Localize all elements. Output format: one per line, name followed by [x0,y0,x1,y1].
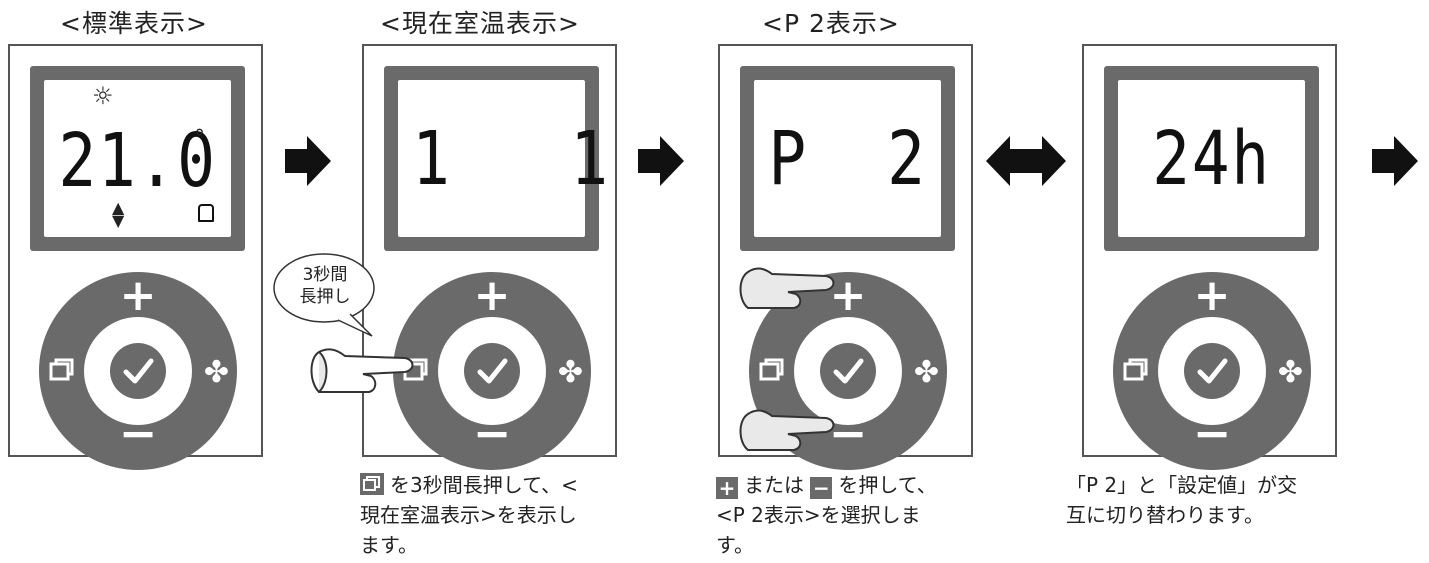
updown-icon: ▲▼ [112,198,125,230]
minus-button[interactable]: − [828,406,868,460]
lcd-value: 21.0 [58,118,217,204]
caption-step-2: + または −を押して、 <P 2表示>を選択しま す。 [716,470,937,560]
device-panel-standard: ☼ 21.0 ° ▲▼ + ✤ − [8,44,263,470]
caption-line: す。 [716,533,754,557]
minus-key-icon: − [810,477,833,499]
minus-button[interactable]: − [472,406,512,460]
lcd-frame: P 2 [740,66,955,251]
lcd-screen: ☼ 21.0 ° ▲▼ [44,80,231,237]
plus-button[interactable]: + [119,270,157,321]
lcd-frame: 24h [1104,66,1319,251]
panel-title-standard: <標準表示> [60,9,208,38]
pointing-hand-icon [310,348,414,393]
pointing-hand-icon [739,409,835,451]
caption-line: ます。 [360,533,418,557]
center-ring [794,317,902,425]
control-ring: + ✤ − [39,272,237,470]
caption-line: を3秒間長押して、< [390,473,578,497]
lcd-screen: P 2 [754,80,941,237]
lcd-value: 24h [1152,116,1271,202]
lcd-value: 1 1 [412,116,610,202]
caption-line: または [744,473,804,497]
right-arrow-icon [638,136,684,186]
lcd-frame: ☼ 21.0 ° ▲▼ [30,66,245,251]
confirm-button[interactable] [110,343,166,399]
bubble-line-1: 3秒間 [302,265,348,285]
double-arrow-icon [986,136,1066,186]
caption-step-1: を3秒間長押して、< 現在室温表示>を表示し ます。 [360,470,578,560]
bubble-text: 3秒間 長押し [280,264,370,308]
fan-icon[interactable]: ✤ [557,355,583,390]
center-ring [438,317,546,425]
speech-bubble [273,253,375,337]
caption-line: 「P 2」と「設定値」が交 [1066,473,1298,497]
device-panel-value: 24h + ✤ − [1082,44,1337,470]
confirm-button[interactable] [820,343,876,399]
caption-line: 現在室温表示>を表示し [360,503,577,527]
mode-key-icon [360,473,384,495]
fan-icon[interactable]: ✤ [913,355,939,390]
control-ring: + ✤ − [393,272,591,470]
lcd-screen: 1 1 [398,80,610,237]
plus-button[interactable]: + [473,270,511,321]
center-ring [84,317,192,425]
device-panel-p2: P 2 + ✤ − [718,44,973,470]
lcd-frame: 1 1 [384,66,610,251]
lock-icon [198,204,214,222]
minus-button[interactable]: − [118,406,158,460]
mode-icon[interactable] [1123,358,1149,386]
control-ring: + ✤ − [1113,272,1311,470]
fan-icon[interactable]: ✤ [1277,355,1303,390]
right-arrow-icon [285,136,331,186]
caption-line: 互に切り替わります。 [1066,503,1264,527]
panel-title-room-temp: <現在室温表示> [380,9,580,38]
bubble-line-2: 長押し [299,287,351,307]
plus-key-icon: + [716,477,738,499]
fan-icon[interactable]: ✤ [203,355,229,390]
right-arrow-icon [1372,136,1418,186]
confirm-button[interactable] [464,343,520,399]
confirm-button[interactable] [1184,343,1240,399]
plus-button[interactable]: + [1193,270,1231,321]
degree-symbol: ° [194,126,205,151]
caption-step-3: 「P 2」と「設定値」が交 互に切り替わります。 [1066,470,1297,530]
mode-icon[interactable] [759,358,785,386]
lcd-value: P 2 [768,116,927,202]
plus-button[interactable]: + [829,270,867,321]
center-ring [1158,317,1266,425]
mode-icon[interactable] [49,358,75,386]
device-panel-room-temp: 1 1 + ✤ − [362,44,617,470]
sun-icon: ☼ [92,82,114,110]
pointing-hand-icon [739,267,835,309]
caption-line: を押して、 [838,473,937,497]
panel-title-p2: <P 2表示> [762,9,900,38]
caption-line: <P 2表示>を選択しま [716,503,921,527]
lcd-screen: 24h [1118,80,1305,237]
minus-button[interactable]: − [1192,406,1232,460]
